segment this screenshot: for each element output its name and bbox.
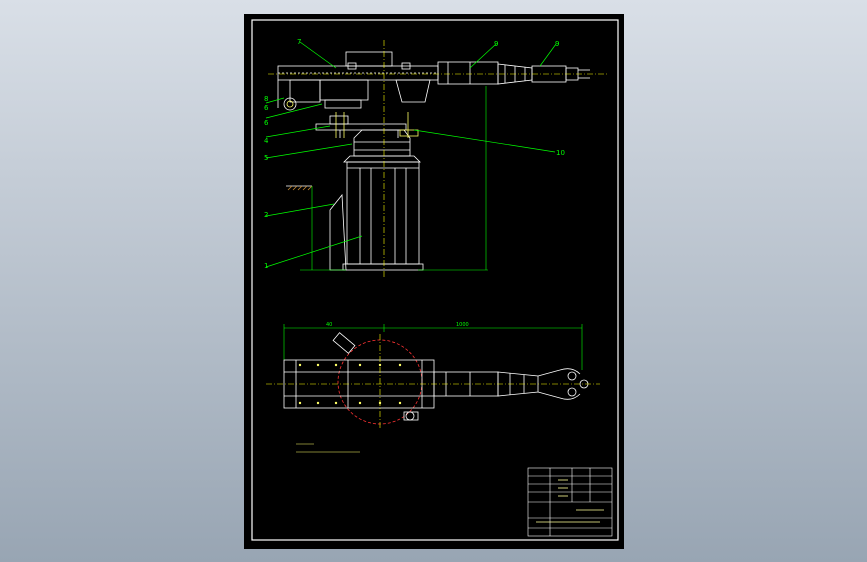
side-dimensions (300, 86, 488, 271)
plan-dimensions (283, 324, 583, 370)
plan-gripper (537, 368, 581, 400)
callout-6b: 6 (264, 119, 269, 127)
plan-cylinder (332, 332, 356, 354)
plan-dimension-text: 40 1000 (326, 322, 469, 328)
callout-5: 5 (264, 154, 268, 162)
callout-9a: 9 (494, 40, 498, 48)
title-block-scribbles (536, 479, 604, 523)
side-centerlines (268, 40, 608, 278)
plan-centerlines (266, 334, 600, 430)
callout-9b: 9 (555, 40, 559, 48)
title-block[interactable] (527, 467, 613, 537)
plan-bolts (298, 363, 402, 405)
dim-width: 1000 (456, 322, 469, 328)
sheet-frame (251, 19, 619, 541)
callout-2: 2 (264, 211, 268, 219)
callout-6: 6 (264, 104, 269, 112)
technical-notes (296, 443, 360, 453)
callout-8: 8 (264, 95, 268, 103)
callout-10: 10 (556, 149, 565, 157)
side-view (277, 51, 590, 271)
side-leaders (265, 41, 557, 268)
dim-left: 40 (326, 322, 332, 328)
ground-hatch (287, 185, 313, 191)
callout-labels: 7 9 9 6 8 6 4 5 2 1 10 (264, 38, 565, 270)
callout-1: 1 (264, 262, 268, 270)
side-fasteners (286, 100, 419, 138)
drawing-sheet[interactable] (244, 14, 624, 549)
callout-4: 4 (264, 137, 269, 145)
callout-7: 7 (297, 38, 301, 46)
sheet-paper (244, 14, 624, 549)
